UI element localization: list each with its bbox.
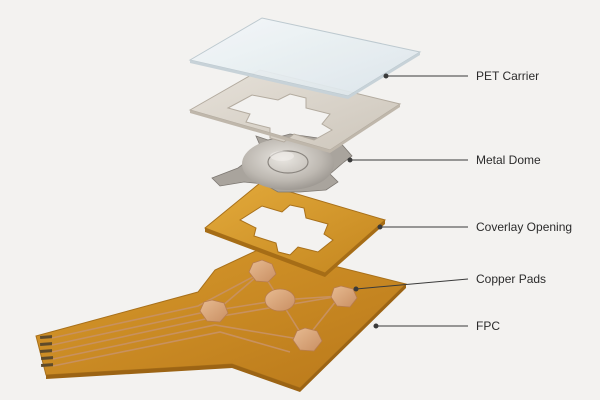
copper-pad-center (264, 288, 296, 312)
dome-body (242, 138, 334, 190)
copper-pads (199, 259, 358, 352)
label-coverlay-opening: Coverlay Opening (476, 220, 573, 234)
spacer-layer (188, 69, 402, 153)
contact-fingers (40, 335, 54, 367)
leader-pads (355, 278, 469, 290)
leader-lines (347, 73, 469, 329)
dome-center-ring (267, 150, 309, 174)
fpc-layer (35, 247, 407, 392)
copper-pad-top (248, 259, 277, 283)
label-copper-pads: Copper Pads (476, 272, 547, 286)
coverlay-edge (205, 220, 385, 277)
copper-pad-left (199, 299, 229, 323)
coverlay-layer (204, 182, 387, 277)
coverlay-sheet (204, 182, 387, 274)
label-pet-carrier: PET Carrier (476, 69, 540, 83)
pet-sheet (188, 17, 422, 97)
copper-pad-bottom (292, 327, 323, 352)
copper-pad-right (330, 285, 358, 308)
label-fpc: FPC (476, 319, 500, 333)
label-metal-dome: Metal Dome (476, 153, 541, 167)
pet-carrier-layer (188, 17, 422, 99)
